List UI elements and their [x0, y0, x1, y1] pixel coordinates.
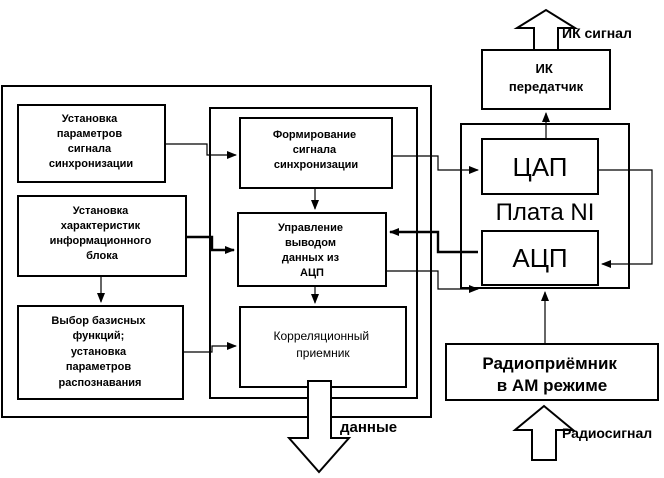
arrow-dac-to-adc-loop [598, 169, 653, 268]
correlator-box [239, 306, 407, 388]
arrow-info-to-control [186, 235, 235, 254]
basis-select-label: Выбор базисных функций; установка параме… [51, 315, 148, 389]
data-output-label: данные [340, 419, 397, 436]
adc-label: АЦП [512, 243, 567, 273]
sync-params-box [17, 104, 166, 183]
dac-label: ЦАП [513, 152, 568, 182]
ir-transmitter-label: ИК передатчик [509, 61, 584, 94]
adc-control-label: Управление выводом данных из АЦП [278, 222, 346, 279]
sync-params-label: Установка параметров сигнала синхронизац… [49, 113, 133, 170]
adc-control-box [237, 212, 387, 287]
ni-board-label: Плата NI [496, 199, 595, 226]
ir-signal-arrow [513, 8, 579, 51]
ir-signal-label: ИК сигнал [562, 25, 632, 41]
correlator-label: Корреляционный приемник [274, 329, 373, 360]
arrow-basis-to-correlator [183, 342, 237, 353]
adc-box [481, 230, 599, 286]
basis-select-box [17, 305, 184, 400]
arrow-control-to-adc [386, 270, 479, 293]
radio-signal-label: Радиосигнал [562, 425, 652, 441]
sync-forming-box [239, 117, 393, 189]
radio-signal-arrow [512, 404, 576, 461]
arrow-adc-to-control [389, 228, 478, 254]
arrow-sync-params-to-forming [165, 143, 237, 159]
radio-receiver-box [445, 343, 659, 401]
data-output-arrow [286, 380, 352, 474]
arrow-forming-to-dac [392, 155, 479, 174]
sync-forming-label: Формирование сигнала синхронизации [273, 129, 359, 171]
dac-box [481, 138, 599, 195]
ir-transmitter-box [481, 49, 611, 110]
info-block-label: Установка характеристик информационного … [50, 205, 155, 262]
radio-receiver-label: Радиоприёмник в АМ режиме [482, 354, 621, 395]
